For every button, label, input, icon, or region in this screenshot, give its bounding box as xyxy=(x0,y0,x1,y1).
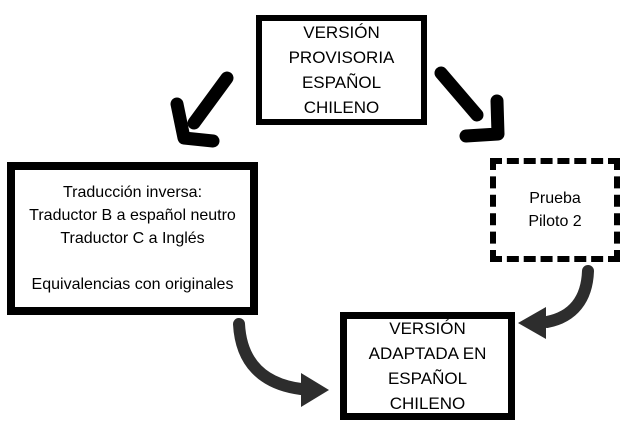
node-version-provisoria: VERSIÓN PROVISORIA ESPAÑOL CHILENO xyxy=(256,15,427,125)
node-text-line: ADAPTADA EN xyxy=(368,344,487,363)
arrow-curved-left-icon xyxy=(518,265,594,339)
node-version-adaptada: VERSIÓN ADAPTADA EN ESPAÑOL CHILENO xyxy=(340,312,515,420)
node-text-line: VERSIÓN xyxy=(303,23,380,42)
node-text-line: VERSIÓN xyxy=(389,319,466,338)
node-text-line: PROVISORIA xyxy=(288,48,395,67)
node-text-line: ESPAÑOL xyxy=(301,73,382,92)
node-text-line: Piloto 2 xyxy=(528,213,582,230)
node-text-line: Traductor B a español neutro xyxy=(29,207,236,224)
node-text-line: CHILENO xyxy=(389,394,466,413)
arrow-curved-right-icon xyxy=(233,318,329,407)
arrow-down-right-icon xyxy=(434,66,505,143)
node-text-line: Equivalencias con originales xyxy=(31,276,234,293)
node-traduccion-inversa: Traducción inversa: Traductor B a españo… xyxy=(7,162,258,315)
arrow-down-left-icon xyxy=(170,71,234,148)
node-text-line: Traducción inversa: xyxy=(62,184,203,201)
node-text-line: Prueba xyxy=(529,190,581,207)
node-text-line: ESPAÑOL xyxy=(387,369,468,388)
node-text-line: Traductor C a Inglés xyxy=(60,230,205,247)
node-text-line: CHILENO xyxy=(303,98,380,117)
node-prueba-piloto: Prueba Piloto 2 xyxy=(490,158,620,262)
